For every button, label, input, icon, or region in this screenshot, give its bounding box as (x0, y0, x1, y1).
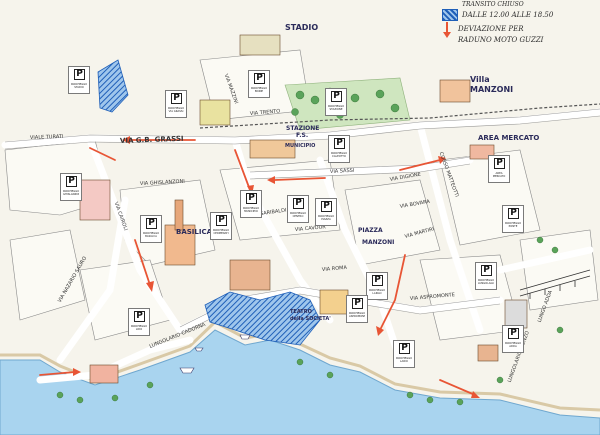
parking-icon: P (216, 215, 227, 226)
label-stazione-1: STAZIONE (286, 125, 320, 132)
railway (199, 103, 600, 129)
parking-icon: P (494, 158, 505, 169)
parking-icon: P (246, 193, 257, 204)
parking-icon: P (481, 265, 492, 276)
closed-zone-north (97, 59, 129, 113)
legend-hatch-text: DALLE 12.00 ALLE 18.50 (462, 11, 554, 19)
parking-icon: P (146, 218, 157, 229)
parking-icon: P (134, 311, 145, 322)
parking-icon: P (372, 275, 383, 286)
parking-icon: P (508, 208, 519, 219)
label-teatro-1: TEATRO (290, 309, 312, 315)
label-stadio: STADIO (285, 23, 319, 32)
legend-arrow-head (443, 32, 451, 38)
label-basilica: BASILICA (176, 228, 213, 236)
parking-icon: P (254, 73, 265, 84)
parking-icon: P (399, 343, 410, 354)
parking-icon: P (508, 328, 519, 339)
legend-arrow-icon (446, 22, 448, 34)
legend-arrow-text-1: DEVIAZIONE PER (458, 25, 524, 33)
parking-icon: P (352, 298, 363, 309)
label-teatro-2: della SOCIETA' (290, 316, 331, 322)
closed-zone-waterfront (204, 291, 321, 346)
legend-hatch-swatch (442, 9, 458, 21)
park-area (284, 77, 411, 131)
label-area-mercato: AREA MERCATO (478, 134, 540, 142)
parking-icon: P (334, 138, 345, 149)
label-piazza-manzoni-2: MANZONI (362, 239, 395, 246)
parking-icon: P (74, 69, 85, 80)
parking-icon: P (171, 93, 182, 104)
label-villa-manzoni-1: Villa (470, 75, 490, 84)
label-villa-manzoni-2: MANZONI (470, 85, 514, 94)
parking-icon: P (293, 198, 304, 209)
parking-icon: P (66, 176, 77, 187)
label-municipio: MUNICIPIO (285, 143, 316, 149)
legend-arrow-text-2: RADUNO MOTO GUZZI (458, 36, 544, 44)
label-piazza-manzoni-1: PIAZZA (358, 227, 383, 234)
map-legend: TRANSITO CHIUSO DALLE 12.00 ALLE 18.50 D… (440, 0, 600, 55)
legend-top-text: TRANSITO CHIUSO (462, 1, 524, 8)
label-stazione-2: F.S. (296, 132, 309, 139)
parking-icon: P (321, 201, 332, 212)
parking-icon: P (331, 91, 342, 102)
